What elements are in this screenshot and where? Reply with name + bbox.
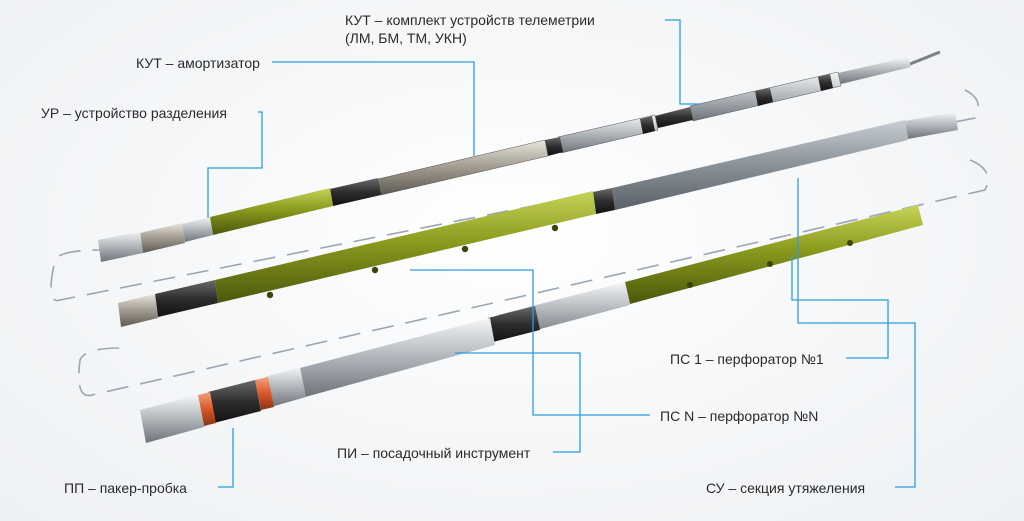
top-nose <box>98 231 143 262</box>
callout-ur <box>207 111 263 218</box>
callout-kut-shock <box>272 61 475 156</box>
callout-psn <box>410 269 650 416</box>
packer-rubber-dark <box>208 380 261 423</box>
packer-orange-ring <box>255 377 274 410</box>
separation-head <box>140 223 185 253</box>
gun-top-cap <box>905 112 958 139</box>
packer-nose <box>140 395 204 443</box>
gun-bottom-dark <box>155 280 218 317</box>
string-3 <box>140 205 923 443</box>
weight-section-gray <box>612 120 908 210</box>
label-kut-telemetry-line1: КУТ – комплект устройств телеметрии <box>345 12 595 28</box>
callout-pp <box>218 428 234 488</box>
callout-su <box>797 178 916 488</box>
packer-orange-ring-2 <box>198 392 216 426</box>
connector-string1-string2 <box>50 89 980 302</box>
telemetry-joint-4 <box>640 116 655 134</box>
shock-absorber <box>377 139 549 196</box>
gun-bottom-nose <box>118 294 158 327</box>
dashed-connectors <box>50 89 989 397</box>
shock-absorber-joint <box>330 178 381 206</box>
label-kut-telemetry-line2: (ЛМ, БМ, ТМ, УКН) <box>345 30 467 46</box>
callout-lines <box>207 19 916 488</box>
setting-tool-joint <box>488 306 540 342</box>
gun-joint-1 <box>593 188 615 214</box>
telemetry-neck <box>655 107 693 128</box>
connector-string2-string3 <box>78 159 989 397</box>
label-psn: ПС N – перфоратор №N <box>660 408 819 424</box>
string-1 <box>98 50 941 262</box>
perforator-n-green <box>215 191 596 303</box>
label-su: СУ – секция утяжеления <box>706 480 866 496</box>
label-kut-telemetry: КУТ – комплект устройств телеметрии (ЛМ,… <box>345 11 595 47</box>
setting-tool-steel-lower <box>300 318 495 397</box>
cable-head <box>838 57 911 84</box>
perforator-1-ports <box>687 240 853 288</box>
telemetry-joint-2 <box>818 74 833 91</box>
label-pi: ПИ – посадочный инструмент <box>337 445 531 461</box>
label-kut-shock: КУТ – амортизатор <box>136 55 260 71</box>
telemetry-joint-3 <box>545 137 563 156</box>
cable <box>904 50 941 68</box>
separation-green-sleeve <box>210 188 333 235</box>
label-ur: УР – устройство разделения <box>41 105 227 121</box>
callout-kut-telemetry <box>665 19 700 105</box>
perforator-1-green <box>625 205 923 304</box>
label-ps1: ПС 1 – перфоратор №1 <box>670 351 824 367</box>
packer-sleeve <box>265 367 306 407</box>
telemetry-joint-1 <box>755 88 773 106</box>
separation-device <box>182 217 213 242</box>
string-2 <box>118 112 958 327</box>
perforator-n-ports <box>266 224 559 299</box>
label-pp: ПП – пакер-пробка <box>64 480 187 496</box>
callout-pi <box>455 352 581 453</box>
callout-ps1 <box>791 255 889 359</box>
